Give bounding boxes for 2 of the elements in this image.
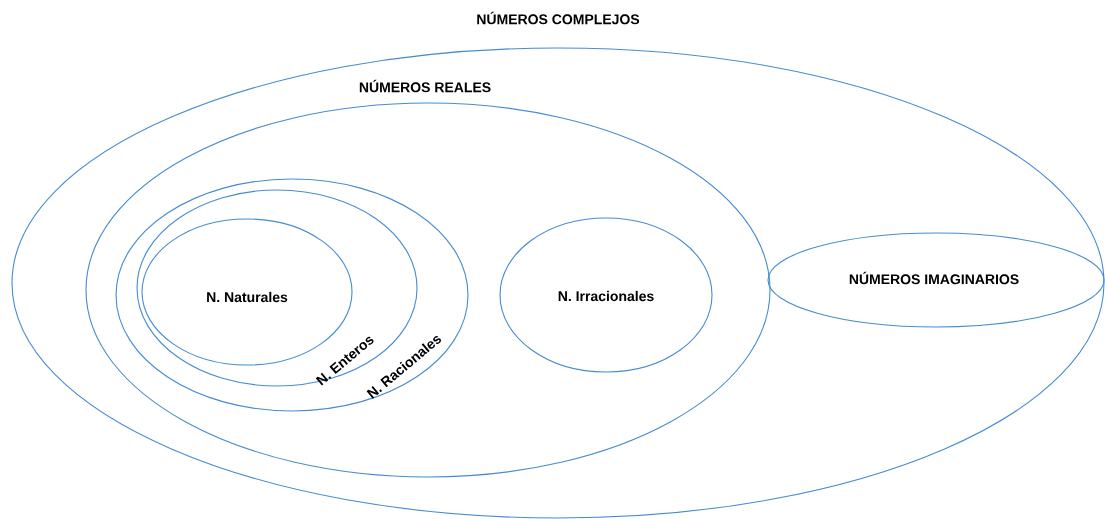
node-label: NÚMEROS REALES bbox=[359, 79, 491, 93]
node-label: NÚMEROS COMPLEJOS bbox=[477, 11, 640, 25]
